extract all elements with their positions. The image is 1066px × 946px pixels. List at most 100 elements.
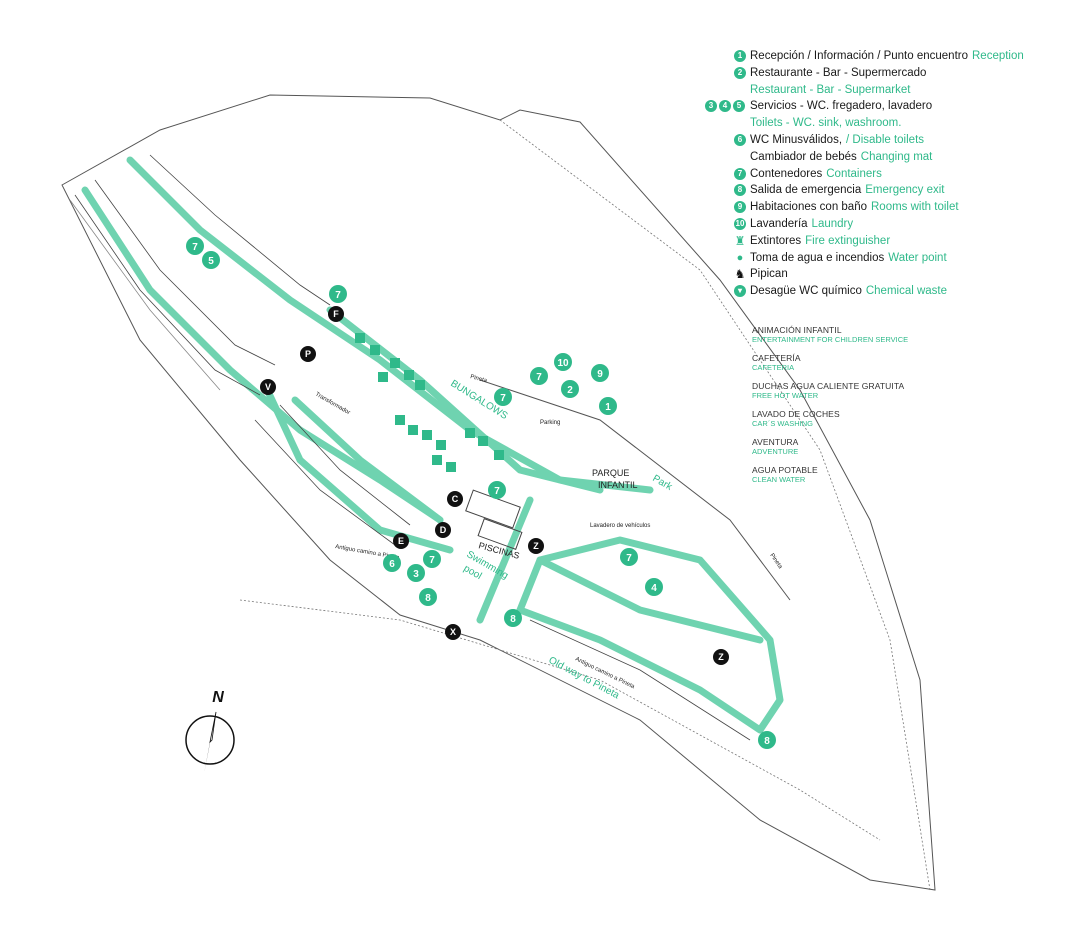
- legend-label-en: Water point: [888, 251, 947, 264]
- svg-text:6: 6: [389, 559, 395, 570]
- north-arrow: N: [185, 689, 235, 774]
- svg-text:8: 8: [425, 593, 431, 604]
- legend-label-es: WC Minusválidos,: [750, 133, 843, 146]
- svg-text:7: 7: [536, 372, 542, 383]
- service-number-icon: 8: [734, 184, 746, 197]
- svg-text:8: 8: [764, 736, 770, 747]
- plots: [74, 154, 751, 741]
- service-number-icon: 2: [734, 66, 746, 79]
- service-name-en: CAFETERIA: [752, 363, 795, 372]
- svg-text:X: X: [450, 627, 456, 637]
- site-boundary: [61, 94, 936, 891]
- legend-label-en: Toilets - WC. sink, washroom.: [750, 117, 902, 130]
- legend-label-es: Toma de agua e incendios: [750, 251, 885, 264]
- legend-label-es: Restaurante - Bar - Supermercado: [750, 66, 927, 79]
- legend-label-en: Changing mat: [860, 150, 933, 163]
- svg-text:C: C: [452, 494, 459, 504]
- svg-text:5: 5: [208, 256, 214, 267]
- service-name-en: CLEAN WATER: [752, 475, 806, 484]
- service-name-en: CAR´S WASHING: [752, 419, 813, 428]
- svg-text:2: 2: [567, 385, 573, 396]
- river-label-1: Pineta: [469, 374, 488, 384]
- svg-text:7: 7: [335, 290, 341, 301]
- roads: [81, 156, 784, 734]
- svg-text:D: D: [440, 525, 447, 535]
- legend-label-en: Emergency exit: [865, 184, 945, 197]
- legend-label-en: Rooms with toilet: [871, 201, 959, 214]
- service-number-icon: 5: [733, 100, 745, 113]
- svg-text:7: 7: [626, 553, 632, 564]
- chemical-waste-icon: ▾: [734, 285, 746, 298]
- lavadero-label: Lavadero de vehículos: [590, 523, 650, 529]
- legend-label-en: Chemical waste: [865, 285, 948, 298]
- park-label: Park: [651, 473, 675, 493]
- svg-text:Z: Z: [533, 541, 539, 551]
- legend-label-es: Cambiador de bebés: [750, 150, 857, 163]
- letter-markers: F P V C D E X Z Z: [260, 306, 729, 665]
- svg-text:9: 9: [597, 369, 603, 380]
- service-name-en: ADVENTURE: [752, 447, 799, 456]
- service-number-icon: 3: [705, 100, 717, 113]
- bungalow-blocks: [355, 333, 504, 472]
- svg-text:4: 4: [651, 583, 657, 594]
- svg-text:10: 10: [557, 358, 569, 369]
- legend-label-en: Laundry: [811, 217, 854, 230]
- svg-text:F: F: [333, 309, 339, 319]
- legend-label-en: Fire extinguisher: [805, 234, 891, 247]
- service-name-en: ENTERTAINMENT FOR CHILDREN SERVICE: [752, 335, 909, 344]
- legend-label-es: Extintores: [750, 234, 802, 247]
- fire-extinguisher-icon: ♜: [734, 233, 746, 248]
- legend-label-es: Contenedores: [750, 167, 823, 180]
- svg-text:7: 7: [429, 555, 435, 566]
- service-name-en: FREE HOT WATER: [752, 391, 819, 400]
- legend-label-es: Servicios - WC. fregadero, lavadero: [750, 100, 933, 113]
- service-number-icon: 9: [734, 201, 746, 214]
- svg-text:V: V: [265, 382, 271, 392]
- parque-label: PARQUE: [592, 468, 629, 478]
- dog-icon: ♞: [734, 267, 746, 282]
- service-number-icon: 10: [734, 217, 746, 230]
- service-name-es: LAVADO DE COCHES: [752, 409, 840, 419]
- legend-label-es: Habitaciones con baño: [750, 201, 867, 214]
- river-label-2: Pineta: [768, 553, 783, 571]
- svg-text:1: 1: [605, 402, 611, 413]
- svg-text:8: 8: [510, 614, 516, 625]
- legend-label-en: Restaurant - Bar - Supermarket: [750, 83, 911, 96]
- service-name-es: AVENTURA: [752, 437, 799, 447]
- legend-row: 9 Habitaciones con baño Rooms with toilet: [730, 199, 1060, 216]
- legend-label-es: Desagüe WC químico: [750, 285, 862, 298]
- service-number-icon: 7: [734, 167, 746, 180]
- legend-row: Toilets - WC. sink, washroom.: [730, 115, 1060, 132]
- transformador-label: Transformador: [314, 392, 351, 417]
- svg-text:7: 7: [192, 242, 198, 253]
- legend-label-es: Pipican: [750, 268, 788, 281]
- service-number-icon: 4: [719, 100, 731, 113]
- legend-row: 2 Restaurante - Bar - Supermercado: [730, 65, 1060, 82]
- svg-text:3: 3: [413, 569, 419, 580]
- service-number-icon: 6: [734, 133, 746, 146]
- svg-text:E: E: [398, 536, 404, 546]
- north-label: N: [212, 689, 224, 706]
- svg-text:Z: Z: [718, 652, 724, 662]
- legend-row: ♞ Pipican: [730, 266, 1060, 283]
- legend-label-en: Reception: [972, 50, 1024, 62]
- infantil-label: INFANTIL: [598, 480, 638, 490]
- service-number-icon: 1: [734, 50, 746, 62]
- parking-label: Parking: [540, 420, 560, 426]
- svg-text:7: 7: [494, 486, 500, 497]
